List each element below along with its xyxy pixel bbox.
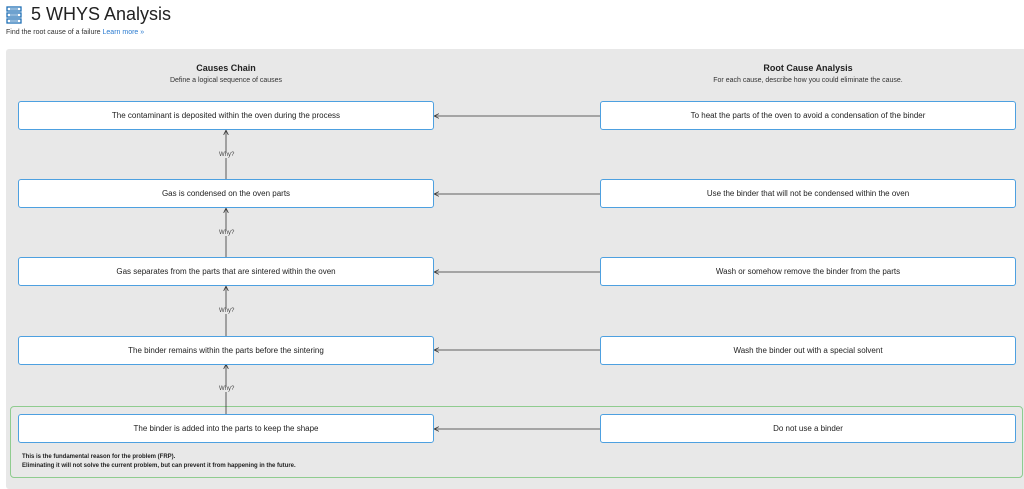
causes-chain-heading: Causes Chain — [196, 63, 256, 73]
solution-box-1[interactable]: To heat the parts of the oven to avoid a… — [600, 101, 1016, 130]
cause-box-3[interactable]: Gas separates from the parts that are si… — [18, 257, 434, 286]
learn-more-link[interactable]: Learn more » — [102, 29, 145, 36]
solution-box-4[interactable]: Wash the binder out with a special solve… — [600, 336, 1016, 365]
root-cause-subheading: For each cause, describe how you could e… — [713, 77, 903, 84]
solution-box-2[interactable]: Use the binder that will not be condense… — [600, 179, 1016, 208]
why-label-1: Why? — [218, 152, 236, 158]
solution-box-3[interactable]: Wash or somehow remove the binder from t… — [600, 257, 1016, 286]
frp-highlight — [10, 406, 1023, 478]
cause-box-1[interactable]: The contaminant is deposited within the … — [18, 101, 434, 130]
frp-note: This is the fundamental reason for the p… — [22, 453, 296, 471]
cause-box-5[interactable]: The binder is added into the parts to ke… — [18, 414, 434, 443]
solution-box-5[interactable]: Do not use a binder — [600, 414, 1016, 443]
root-cause-heading: Root Cause Analysis — [763, 63, 853, 73]
cause-box-2[interactable]: Gas is condensed on the oven parts — [18, 179, 434, 208]
page-title: 5 WHYS Analysis — [31, 4, 172, 24]
causes-chain-subheading: Define a logical sequence of causes — [169, 77, 283, 84]
page-subtitle: Find the root cause of a failure Learn m… — [6, 29, 144, 36]
frp-note-line-2: Eliminating it will not solve the curren… — [22, 463, 296, 469]
why-label-2: Why? — [218, 230, 236, 236]
frp-note-line-1: This is the fundamental reason for the p… — [22, 454, 176, 460]
root-cause-header: Root Cause Analysis For each cause, desc… — [658, 63, 958, 84]
subtitle-text: Find the root cause of a failure — [6, 29, 101, 36]
five-whys-app-icon — [6, 6, 22, 24]
cause-box-4[interactable]: The binder remains within the parts befo… — [18, 336, 434, 365]
why-label-3: Why? — [218, 308, 236, 314]
causes-chain-header: Causes Chain Define a logical sequence o… — [76, 63, 376, 84]
why-label-4: Why? — [218, 386, 236, 392]
